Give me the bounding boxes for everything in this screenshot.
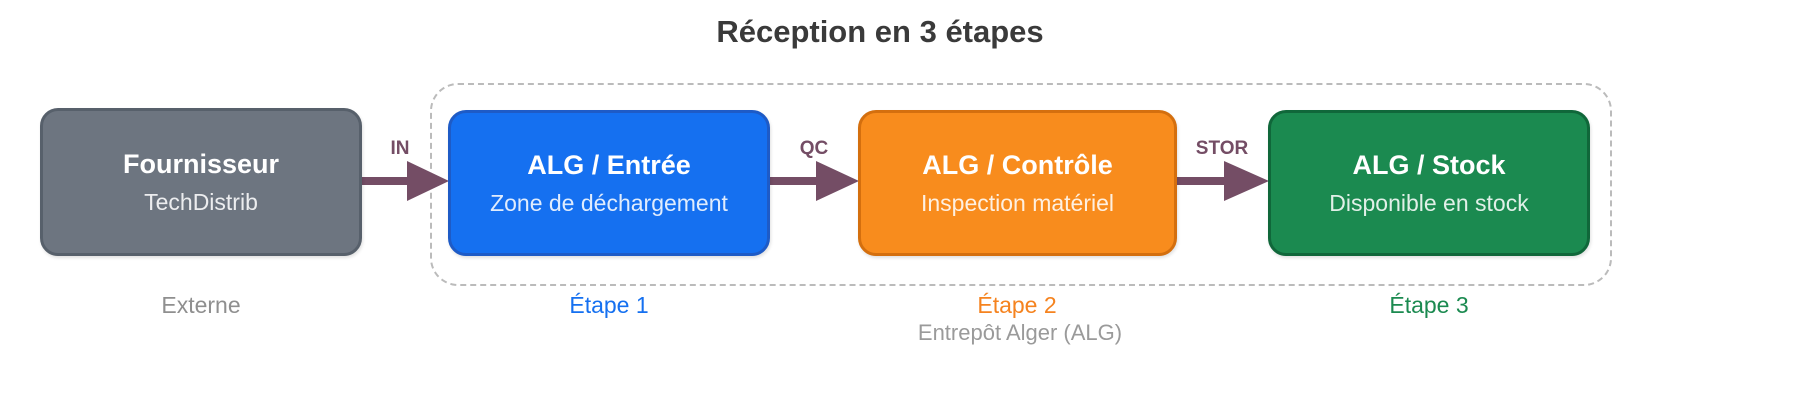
node-alg-entree-subtitle: Zone de déchargement [490,190,728,216]
caption-externe: Externe [161,292,241,318]
node-alg-controle-subtitle: Inspection matériel [920,190,1115,216]
node-alg-stock-subtitle: Disponible en stock [1329,190,1529,216]
arrow-qc [770,161,859,201]
edge-label-qc: QC [799,138,829,159]
node-alg-stock-title: ALG / Stock [1352,150,1506,180]
node-fournisseur-subtitle: TechDistrib [144,189,258,215]
node-fournisseur-title: Fournisseur [122,149,280,179]
caption-etape-1: Étape 1 [569,292,649,318]
group-label-entrepot-alger: Entrepôt Alger (ALG) [917,320,1123,345]
edge-label-stor: STOR [1195,138,1249,159]
node-alg-entree-title: ALG / Entrée [527,150,691,180]
arrow-in [362,161,449,201]
node-alg-entree: ALG / Entrée Zone de déchargement [448,110,770,256]
caption-etape-3: Étape 3 [1389,292,1469,318]
edge-label-in: IN [390,138,410,159]
node-fournisseur: Fournisseur TechDistrib [40,108,362,256]
diagram-title: Réception en 3 étapes [716,14,1044,49]
node-alg-controle: ALG / Contrôle Inspection matériel [858,110,1177,256]
arrow-stor [1177,161,1269,201]
caption-etape-2: Étape 2 [977,292,1057,318]
node-alg-stock: ALG / Stock Disponible en stock [1268,110,1590,256]
node-alg-controle-title: ALG / Contrôle [922,150,1113,180]
